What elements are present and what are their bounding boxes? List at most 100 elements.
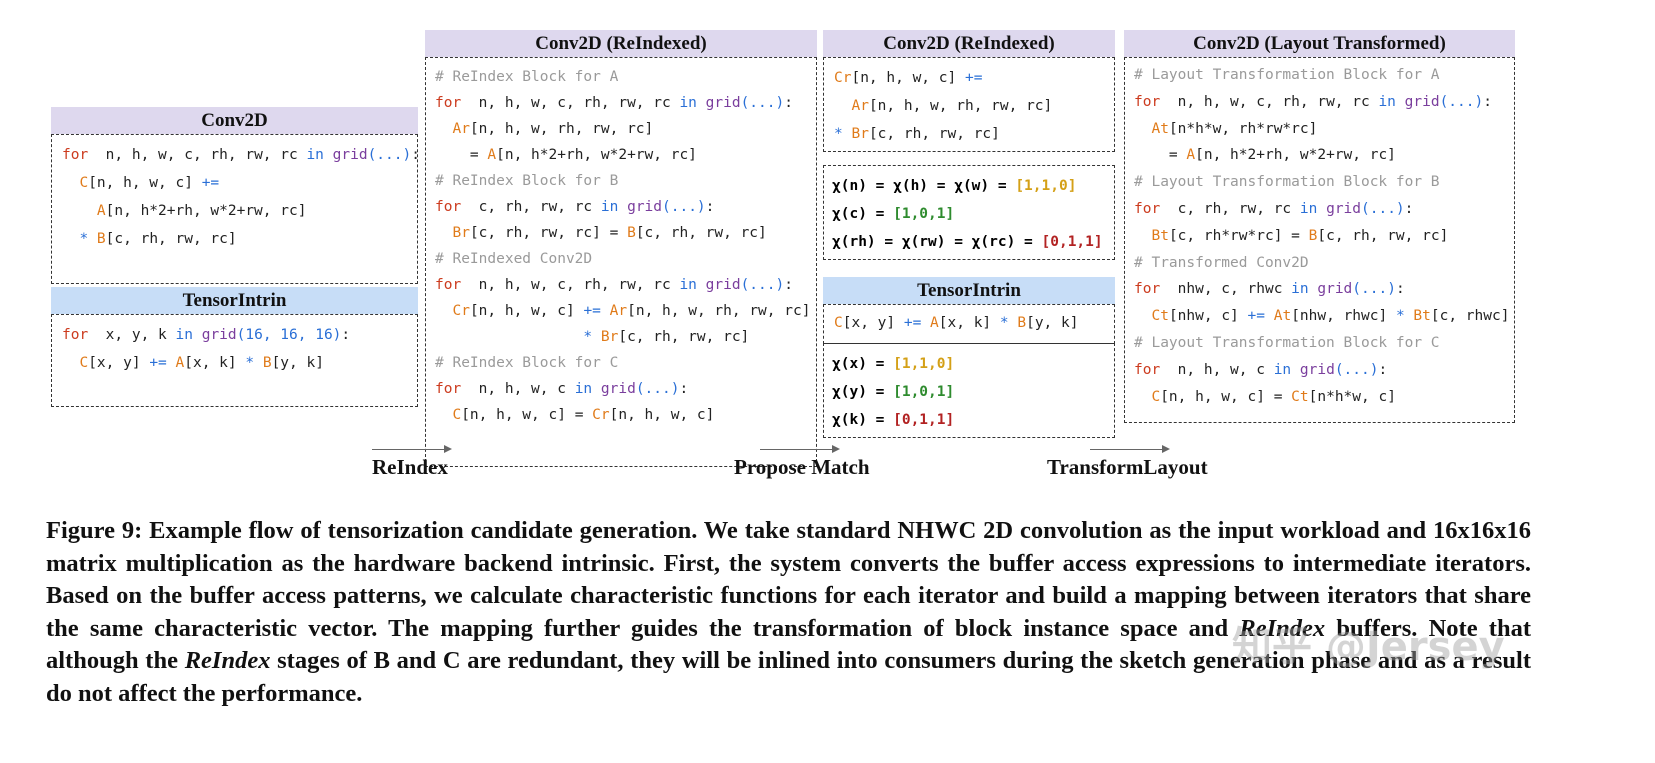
code-token: grid [192,327,237,343]
code-token: : [784,277,793,293]
code-token: += [1247,308,1265,325]
code-token: for [1134,281,1161,298]
code-token: [n*h*w, rh*rw*rc] [1168,120,1318,137]
code-token: [n, h, w, rh, rw, rc] [469,121,654,137]
code-token: Br [842,126,869,142]
code-token: [x, y] [842,315,904,331]
code-token: [n, h, w, rh, rw, rc] [627,303,811,319]
reindexed-title: Conv2D (ReIndexed) [425,30,817,57]
code-token: : [341,327,351,343]
code-token: # ReIndex Block for B [435,173,619,189]
code-token: in [600,199,619,215]
code-token: [c, rh, rw, rc] = [469,225,628,241]
code-line: C[n, h, w, c] = Ct[n*h*w, c] [1134,384,1514,411]
code-token [1134,308,1151,324]
code-token [1134,389,1151,405]
code-token: A [96,203,106,219]
code-token: χ(n) = χ(h) = χ(w) = [832,178,1016,194]
code-token: x, y, k [88,327,176,343]
code-token: [c, rhwc] [1430,308,1510,325]
code-token: for [435,95,462,111]
reindex-label: ReIndex [372,455,448,479]
code-token: n, h, w, c, rh, rw, rc [461,277,680,293]
code-token: in [1299,200,1318,217]
code-line: Cr[n, h, w, c] += Ar[n, h, w, rh, rw, rc… [435,298,816,324]
code-token: grid [1395,93,1440,110]
code-token [435,329,583,345]
code-token: grid [1308,281,1353,298]
code-token: n, h, w, c [1160,361,1274,378]
caption-prefix: Figure 9: Example flow of tensorization … [46,517,1531,642]
code-token: [0,1,1] [1041,234,1103,250]
code-token: * [834,126,843,142]
code-token: [c, rh, rw, rc] [868,126,1000,142]
code-line: # ReIndex Block for C [435,350,816,376]
code-token: [c, rh, rw, rc] [618,329,750,345]
code-token: B [627,225,636,241]
code-token: χ(rh) = χ(rw) = χ(rc) = [832,234,1042,250]
code-token: (...) [1352,281,1396,298]
code-token: [n, h*2+rh, w*2+rw, rc] [496,147,697,163]
code-token: for [1134,361,1161,378]
code-line: Br[c, rh, rw, rc] = B[c, rh, rw, rc] [435,220,816,246]
code-token: = [1134,147,1187,164]
code-line: for c, rh, rw, rc in grid(...): [435,194,816,220]
code-token [435,303,452,319]
code-token: # ReIndex Block for C [435,355,619,371]
code-token: [x, y] [88,355,150,371]
code-token: At [1264,308,1292,325]
tensorintrin-left-code: for x, y, k in grid(16, 16, 16): C[x, y]… [51,314,418,407]
code-token [62,203,97,219]
code-token: [n, h*2+rh, w*2+rw, rc] [1195,147,1396,164]
code-token: C [1151,388,1161,405]
code-line: At[n*h*w, rh*rw*rc] [1134,116,1514,143]
code-token: Cr [452,303,470,319]
conv2d-panel: Conv2D for n, h, w, c, rh, rw, rc in gri… [51,107,420,284]
caption-em-2: ReIndex [184,647,271,674]
code-token: (...) [740,277,785,293]
code-token [435,121,452,137]
code-token: : [411,147,420,163]
code-token: [n*h*w, c] [1308,388,1396,405]
code-token: : [784,95,793,111]
code-token: Br [592,329,619,345]
code-token: += [903,315,922,331]
code-token: for [62,327,89,343]
code-token: (...) [1361,200,1405,217]
conv2d-title: Conv2D [51,107,418,134]
code-line: * Br[c, rh, rw, rc] [435,324,816,350]
code-token: Ar [851,98,869,114]
code-line: χ(k) = [0,1,1] [832,406,1114,434]
code-token: = [435,147,488,163]
code-line: for n, h, w, c, rh, rw, rc in grid(...): [1134,89,1514,116]
code-token: # Transformed Conv2D [1134,254,1309,271]
code-token: * [245,355,255,371]
code-token [435,407,452,423]
code-line: C[x, y] += A[x, k] * B[y, k] [62,349,417,377]
code-token: grid [323,147,368,163]
code-token: [n, h, w, c] = [1160,388,1292,405]
code-token: [n, h, w, c] [609,407,715,423]
code-line: C[n, h, w, c] = Cr[n, h, w, c] [435,402,816,428]
code-token: [c, rh, rw, rc] [105,231,237,247]
code-token: for [1134,200,1161,217]
code-token: (...) [1439,93,1484,110]
code-token: Ct [1151,308,1169,325]
code-token [1134,228,1151,244]
code-token: C [452,407,462,423]
code-token: nhw, c, rhwc [1160,281,1292,298]
code-token: for [435,199,462,215]
code-token: [nhw, rhwc] [1291,308,1396,325]
match-code: Cr[n, h, w, c] += Ar[n, h, w, rh, rw, rc… [823,57,1115,152]
code-line: for nhw, c, rhwc in grid(...): [1134,276,1514,303]
propose-match-label: Propose Match [734,455,870,479]
code-line: # ReIndex Block for A [435,64,816,90]
code-line: Ct[nhw, c] += At[nhw, rhwc] * Bt[c, rhwc… [1134,303,1514,330]
code-token: χ(x) = [832,356,894,372]
code-token: [x, k] [184,355,246,371]
code-token: At [1151,120,1169,137]
code-token: A [166,355,185,371]
code-token: in [1273,361,1292,378]
code-token: grid [592,381,636,397]
